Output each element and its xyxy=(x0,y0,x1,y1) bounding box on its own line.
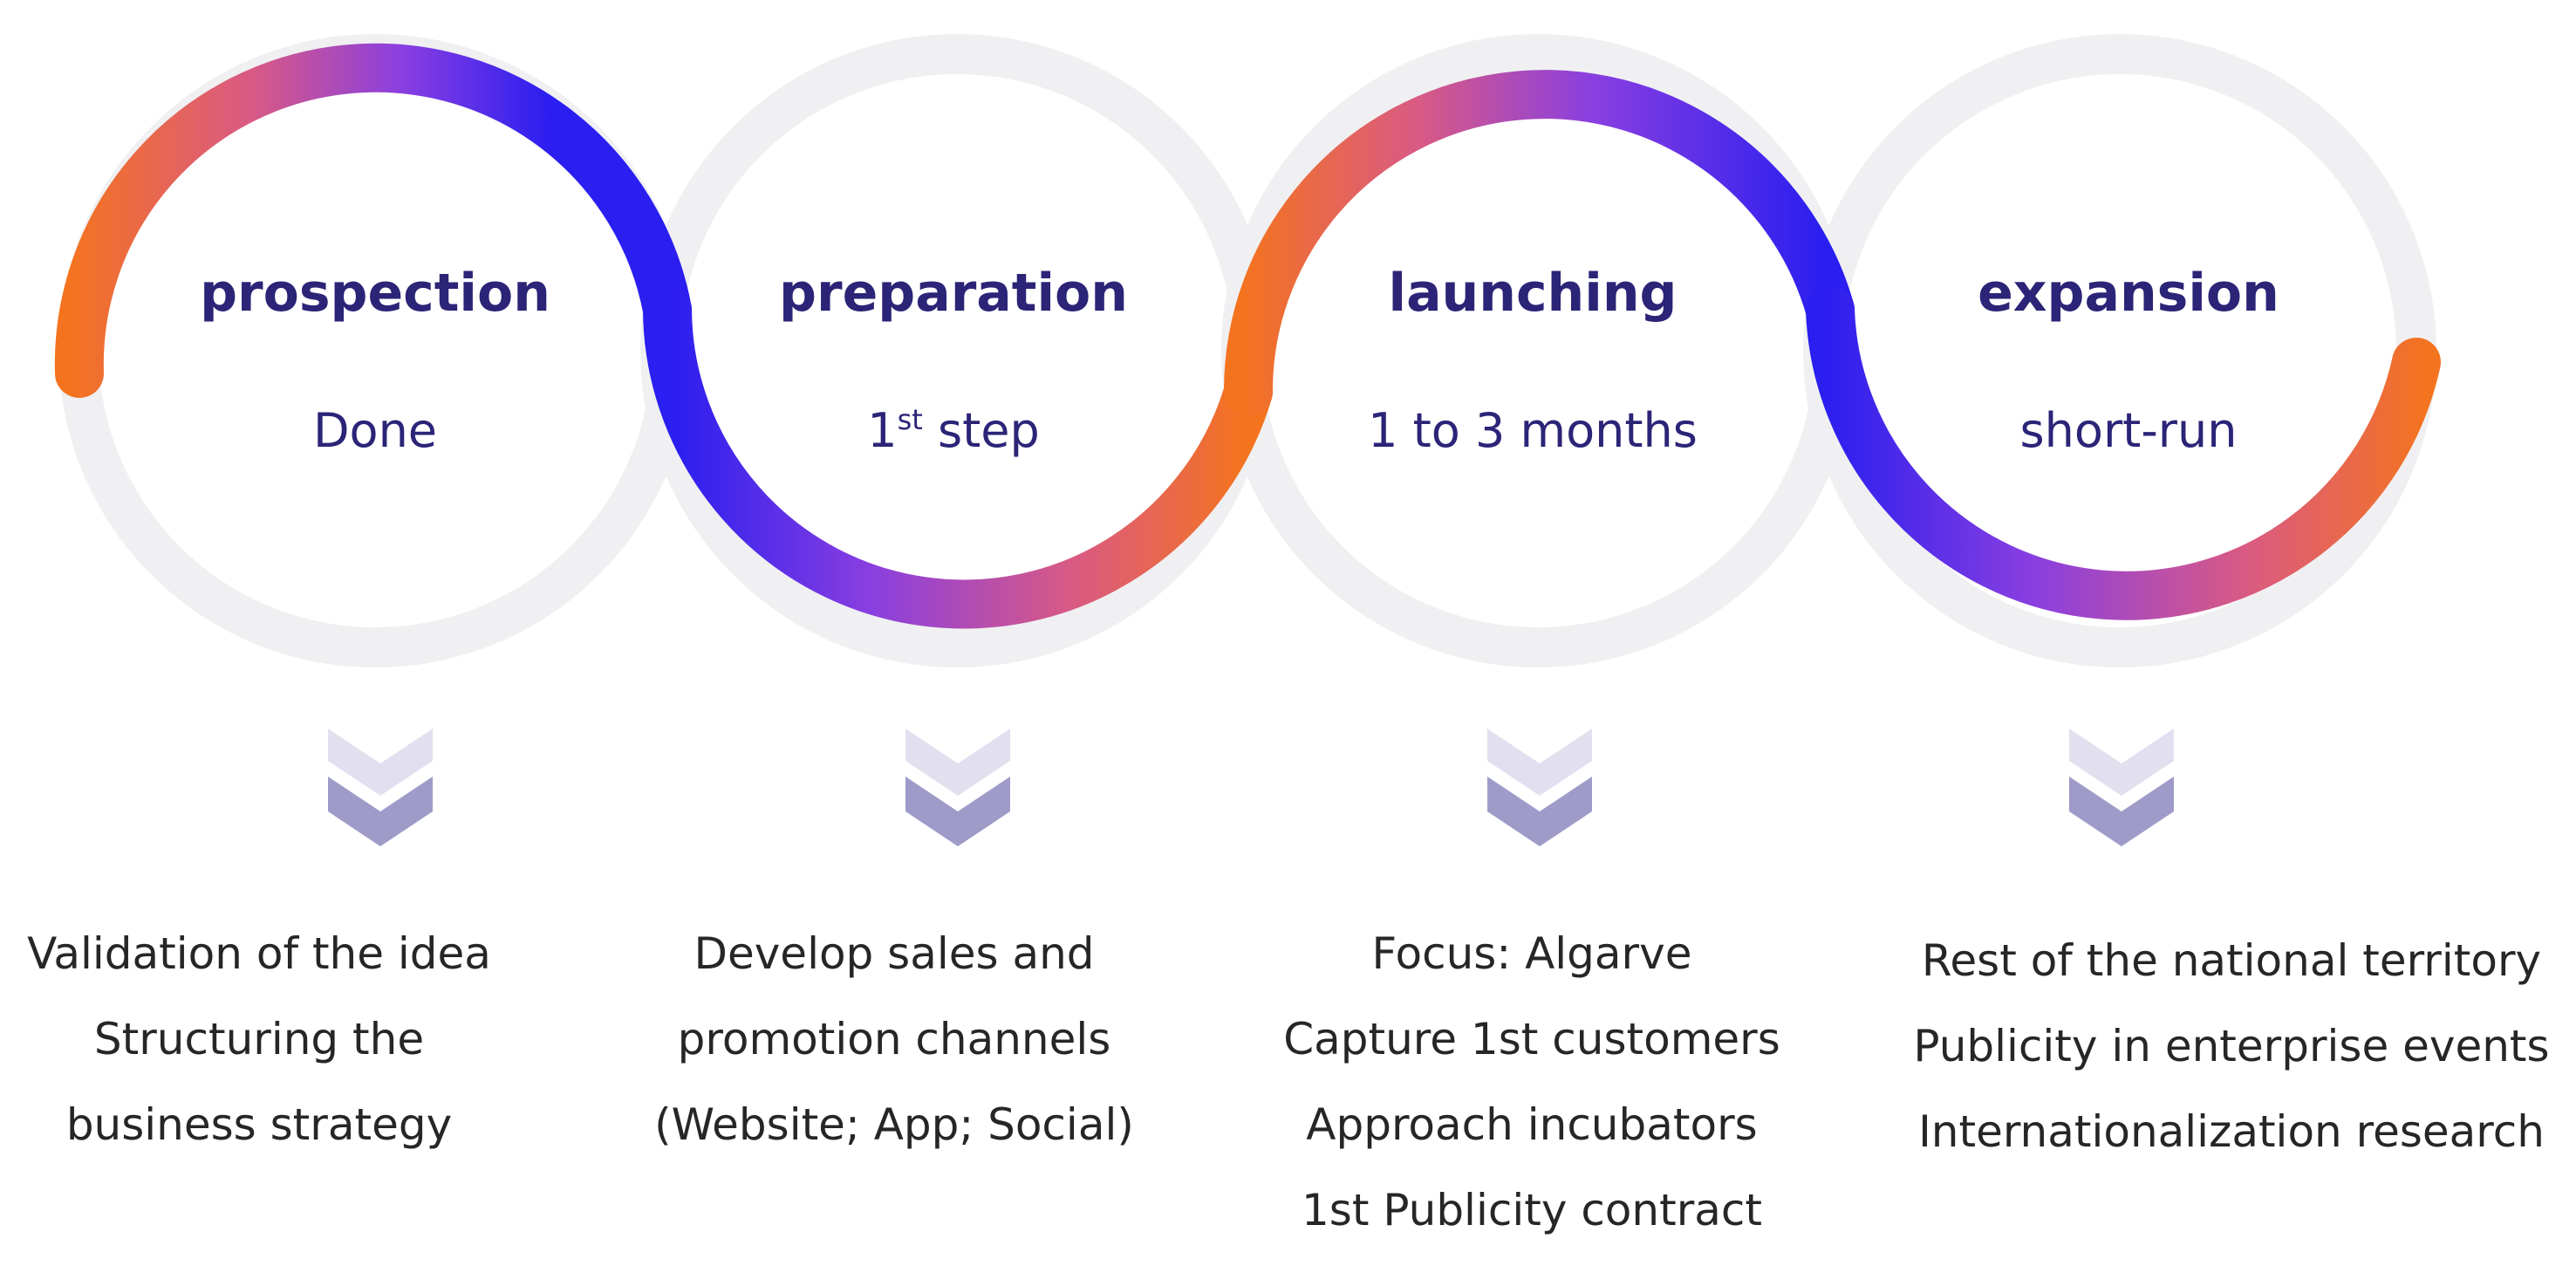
stage-detail: Develop sales and xyxy=(694,928,1094,979)
stage-detail: Publicity in enterprise events xyxy=(1913,1021,2549,1071)
stage-detail: Validation of the idea xyxy=(27,928,491,979)
progress-wave xyxy=(54,43,2441,629)
chevron-down-icon xyxy=(1487,729,1592,846)
stage-subtitle: 1 to 3 months xyxy=(1368,403,1698,458)
stage-prospection: prospection Done Validation of the idea … xyxy=(27,263,550,1150)
stage-title: launching xyxy=(1389,263,1677,324)
stage-title: prospection xyxy=(200,263,550,324)
stage-detail: (Website; App; Social) xyxy=(654,1099,1134,1150)
track-preparation xyxy=(640,34,1274,667)
stage-detail: Approach incubators xyxy=(1306,1099,1757,1150)
stage-title: preparation xyxy=(779,263,1128,324)
stage-expansion: expansion short-run Rest of the national… xyxy=(1913,263,2549,1157)
stage-detail: 1st Publicity contract xyxy=(1302,1185,1762,1235)
stage-detail: promotion channels xyxy=(678,1014,1111,1064)
stage-detail: Focus: Algarve xyxy=(1372,928,1692,979)
stage-detail: Rest of the national territory xyxy=(1922,935,2541,986)
stage-detail: Structuring the xyxy=(94,1014,424,1064)
stage-detail: business strategy xyxy=(66,1099,452,1150)
wave-segment-expansion xyxy=(1806,285,2441,620)
chevron-down-icon xyxy=(905,729,1010,846)
stage-launching: launching 1 to 3 months Focus: Algarve C… xyxy=(1283,263,1780,1235)
stage-preparation: preparation 1st step Develop sales and p… xyxy=(654,263,1134,1150)
stage-subtitle: 1st step xyxy=(867,403,1040,458)
wave-segment-prospection xyxy=(54,43,692,398)
chevron-down-icon xyxy=(328,729,433,846)
stage-detail: Internationalization research xyxy=(1918,1106,2545,1157)
wave-segment-launching xyxy=(1223,70,1855,416)
stage-subtitle: Done xyxy=(313,403,437,458)
wave-segment-preparation xyxy=(643,285,1273,629)
stage-detail: Capture 1st customers xyxy=(1283,1014,1780,1064)
track-expansion xyxy=(1803,34,2436,667)
stage-subtitle: short-run xyxy=(2020,403,2238,458)
chevron-down-icon xyxy=(2069,729,2174,846)
stage-title: expansion xyxy=(1978,263,2279,324)
